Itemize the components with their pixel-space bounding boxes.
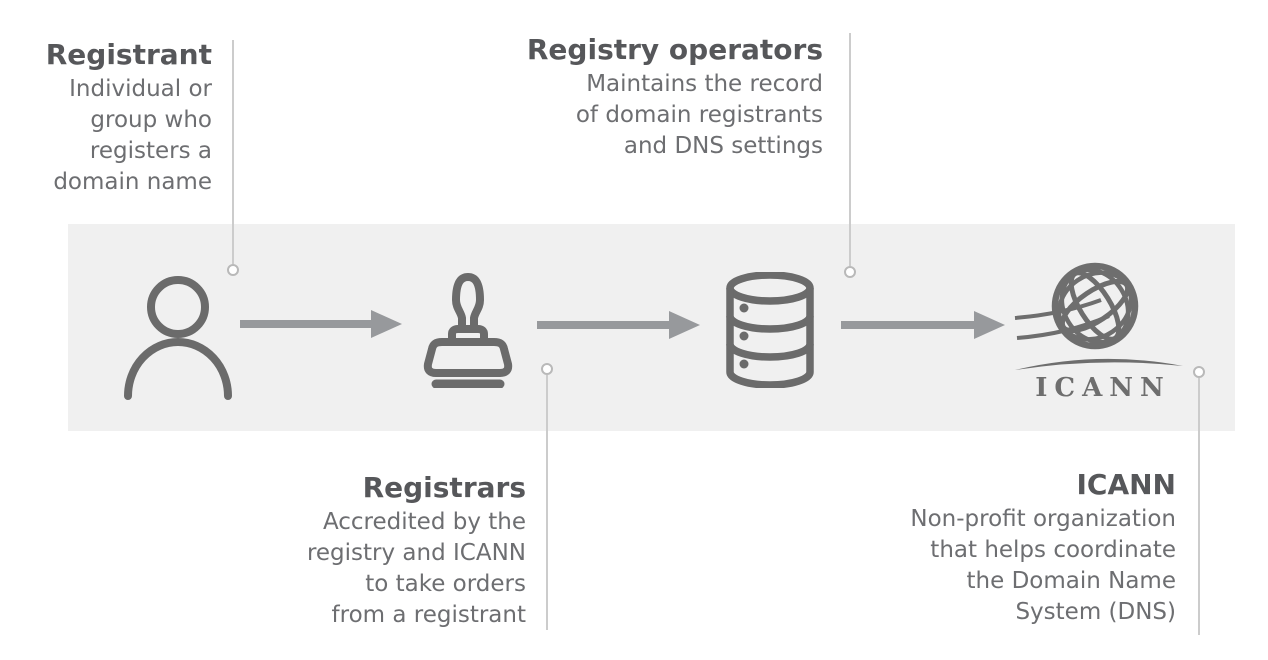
registrars-callout-line [546,375,548,630]
registry-operators-callout-dot [844,266,856,278]
icann-desc-line: Non-profit organization [910,506,1176,532]
stamp-icon [423,273,513,388]
icann-desc-line: the Domain Name [966,568,1176,594]
arrow-registrant-to-registrar [240,310,402,338]
icann-callout-dot [1193,366,1205,378]
registry-operators-label: Registry operators Maintains the record … [527,33,823,162]
icann-title: ICANN [1076,468,1176,501]
registry-operators-desc-line: of domain registrants [575,102,823,128]
icann-desc-line: System (DNS) [1015,599,1176,625]
registrant-desc-line: registers a [89,138,212,164]
registrant-desc-line: Individual or [69,76,212,102]
icann-wordmark: ICANN [1035,373,1171,402]
registry-operators-title: Registry operators [526,33,823,66]
registrant-callout-dot [227,264,239,276]
icann-swoosh [1015,358,1183,370]
icann-callout-line [1198,378,1200,635]
registry-operators-desc-line: Maintains the record [586,71,823,97]
registrant-callout-line [232,40,234,264]
registrars-callout-dot [541,363,553,375]
registrars-desc-line: from a registrant [331,602,526,628]
database-icon [726,272,814,388]
registrant-label: Registrant Individual or group who regis… [46,38,212,198]
registrant-title: Registrant [45,38,212,71]
arrow-registry-to-icann [841,311,1005,339]
registrars-desc-line: Accredited by the [322,509,526,535]
icann-desc-line: that helps coordinate [930,537,1176,563]
arrow-registrar-to-registry [537,311,700,339]
registry-operators-desc-line: and DNS settings [623,133,823,159]
registrars-label: Registrars Accredited by the registry an… [307,471,526,631]
registry-operators-callout-line [849,33,851,266]
registrant-desc-line: domain name [53,169,212,195]
registrars-desc-line: registry and ICANN [306,540,526,566]
registrars-title: Registrars [362,471,526,504]
person-icon [124,276,232,400]
registrant-desc-line: group who [90,107,212,133]
icann-globe-logo: ICANN [1014,262,1183,402]
icann-label: ICANN Non-profit organization that helps… [910,468,1176,628]
registrars-desc-line: to take orders [365,571,526,597]
